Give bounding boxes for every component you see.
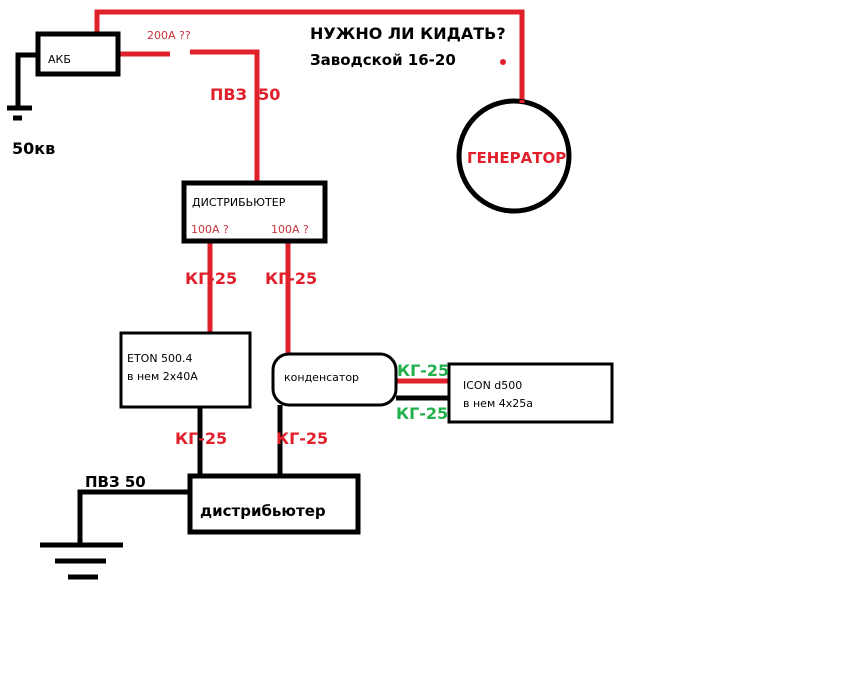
ground-wires (7, 52, 450, 580)
icon-line1: ICON d500 (463, 379, 522, 392)
cable-label-left-top: КГ-25 (185, 269, 237, 288)
capacitor-label: конденсатор (284, 371, 359, 384)
cable-label-icon-plus: КГ-25 (397, 361, 449, 380)
battery-ground-label: 50кв (12, 139, 55, 158)
distributor-bottom-box (187, 473, 361, 535)
cable-label-right-bottom: КГ-25 (276, 429, 328, 448)
eton-amp-box (119, 331, 252, 409)
battery-ground-wire (15, 52, 38, 108)
distributor-bottom-label: дистрибьютер (200, 502, 326, 520)
battery-label: АКБ (48, 53, 71, 66)
battery-fuse-wire-b (190, 49, 260, 183)
distributor-top-fuse-right: 100A ? (271, 223, 309, 236)
icon-line2: в нем 4x25a (463, 397, 533, 410)
header-question: НУЖНО ЛИ КИДАТЬ? (310, 24, 506, 43)
positive-wires (94, 9, 525, 384)
battery-box (35, 31, 121, 77)
generator-circle (456, 98, 572, 214)
cable-label-left-bottom: КГ-25 (175, 429, 227, 448)
capacitor-box (271, 352, 398, 407)
generator-label: ГЕНЕРАТОР (467, 149, 566, 167)
distributor-top-label: ДИСТРИБЬЮТЕР (192, 196, 286, 209)
red-dot (500, 59, 506, 65)
battery-fuse-label: 200A ?? (147, 29, 191, 42)
eton-line2: в нем 2x40A (127, 370, 198, 383)
ground-cable-label: ПВЗ 50 (85, 473, 146, 491)
distributor-top-fuse-left: 100A ? (191, 223, 229, 236)
eton-line1: ETON 500.4 (127, 352, 193, 365)
stock-note: Заводской 16-20 (310, 51, 456, 69)
cable-label-icon-minus: КГ-25 (396, 404, 448, 423)
cable-label-right-top: КГ-25 (265, 269, 317, 288)
battery-cable-label: ПВЗ 50 (210, 85, 280, 104)
main-ground-wire (77, 489, 190, 545)
icon-amp-box (447, 362, 614, 424)
generator-wire (94, 9, 525, 100)
distributor-top-box (181, 180, 328, 244)
